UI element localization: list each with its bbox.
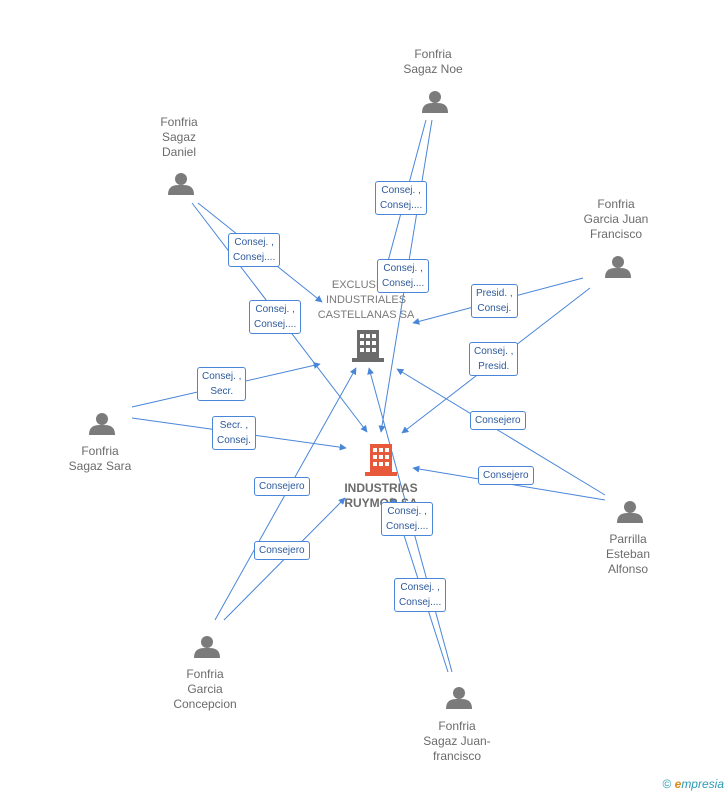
person-icon[interactable] — [617, 501, 643, 523]
edge-label[interactable]: Consej. , Consej.... — [249, 300, 302, 334]
edge-label[interactable]: Presid. , Consej. — [471, 284, 518, 318]
edge-label[interactable]: Consejero — [478, 466, 534, 485]
edge-label[interactable]: Consej. , Presid. — [469, 342, 519, 376]
brand-initial: e — [674, 777, 682, 791]
edge-label[interactable]: Consejero — [254, 477, 310, 496]
edge-label[interactable]: Consejero — [254, 541, 310, 560]
person-label-noe[interactable]: Fonfria Sagaz Noe — [403, 47, 463, 76]
copyright-symbol: © — [662, 777, 672, 791]
person-icon[interactable] — [194, 636, 220, 658]
building-icon[interactable] — [365, 444, 397, 476]
edge-label[interactable]: Secr. , Consej. — [212, 416, 256, 450]
person-label-daniel[interactable]: Fonfria Sagaz Daniel — [160, 115, 198, 159]
person-label-parrilla[interactable]: Parrilla Esteban Alfonso — [605, 532, 651, 576]
person-icon[interactable] — [168, 173, 194, 195]
person-icon[interactable] — [89, 413, 115, 435]
edge-label[interactable]: Consej. , Secr. — [197, 367, 247, 401]
person-label-concepcion[interactable]: Fonfria Garcia Concepcion — [173, 667, 237, 711]
edge-label[interactable]: Consej. , Consej.... — [381, 502, 434, 536]
edge-label[interactable]: Consejero — [470, 411, 526, 430]
person-icon[interactable] — [446, 687, 472, 709]
building-icon[interactable] — [352, 330, 384, 362]
person-label-garcia-juan[interactable]: Fonfria Garcia Juan Francisco — [583, 197, 649, 241]
edge-label[interactable]: Consej. , Consej.... — [228, 233, 281, 267]
person-icon[interactable] — [605, 256, 631, 278]
edge-label[interactable]: Consej. , Consej.... — [375, 181, 428, 215]
person-icon[interactable] — [422, 91, 448, 113]
edge-label[interactable]: Consej. , Consej.... — [394, 578, 447, 612]
brand-name: mpresia — [681, 777, 724, 791]
person-label-sara[interactable]: Fonfria Sagaz Sara — [68, 444, 132, 473]
person-label-juanfrancisco[interactable]: Fonfria Sagaz Juan- francisco — [423, 719, 491, 763]
edge-label[interactable]: Consej. , Consej.... — [377, 259, 430, 293]
edge-line-parrilla-exclusivas — [396, 368, 606, 496]
empresia-logo: © empresia — [662, 777, 724, 791]
